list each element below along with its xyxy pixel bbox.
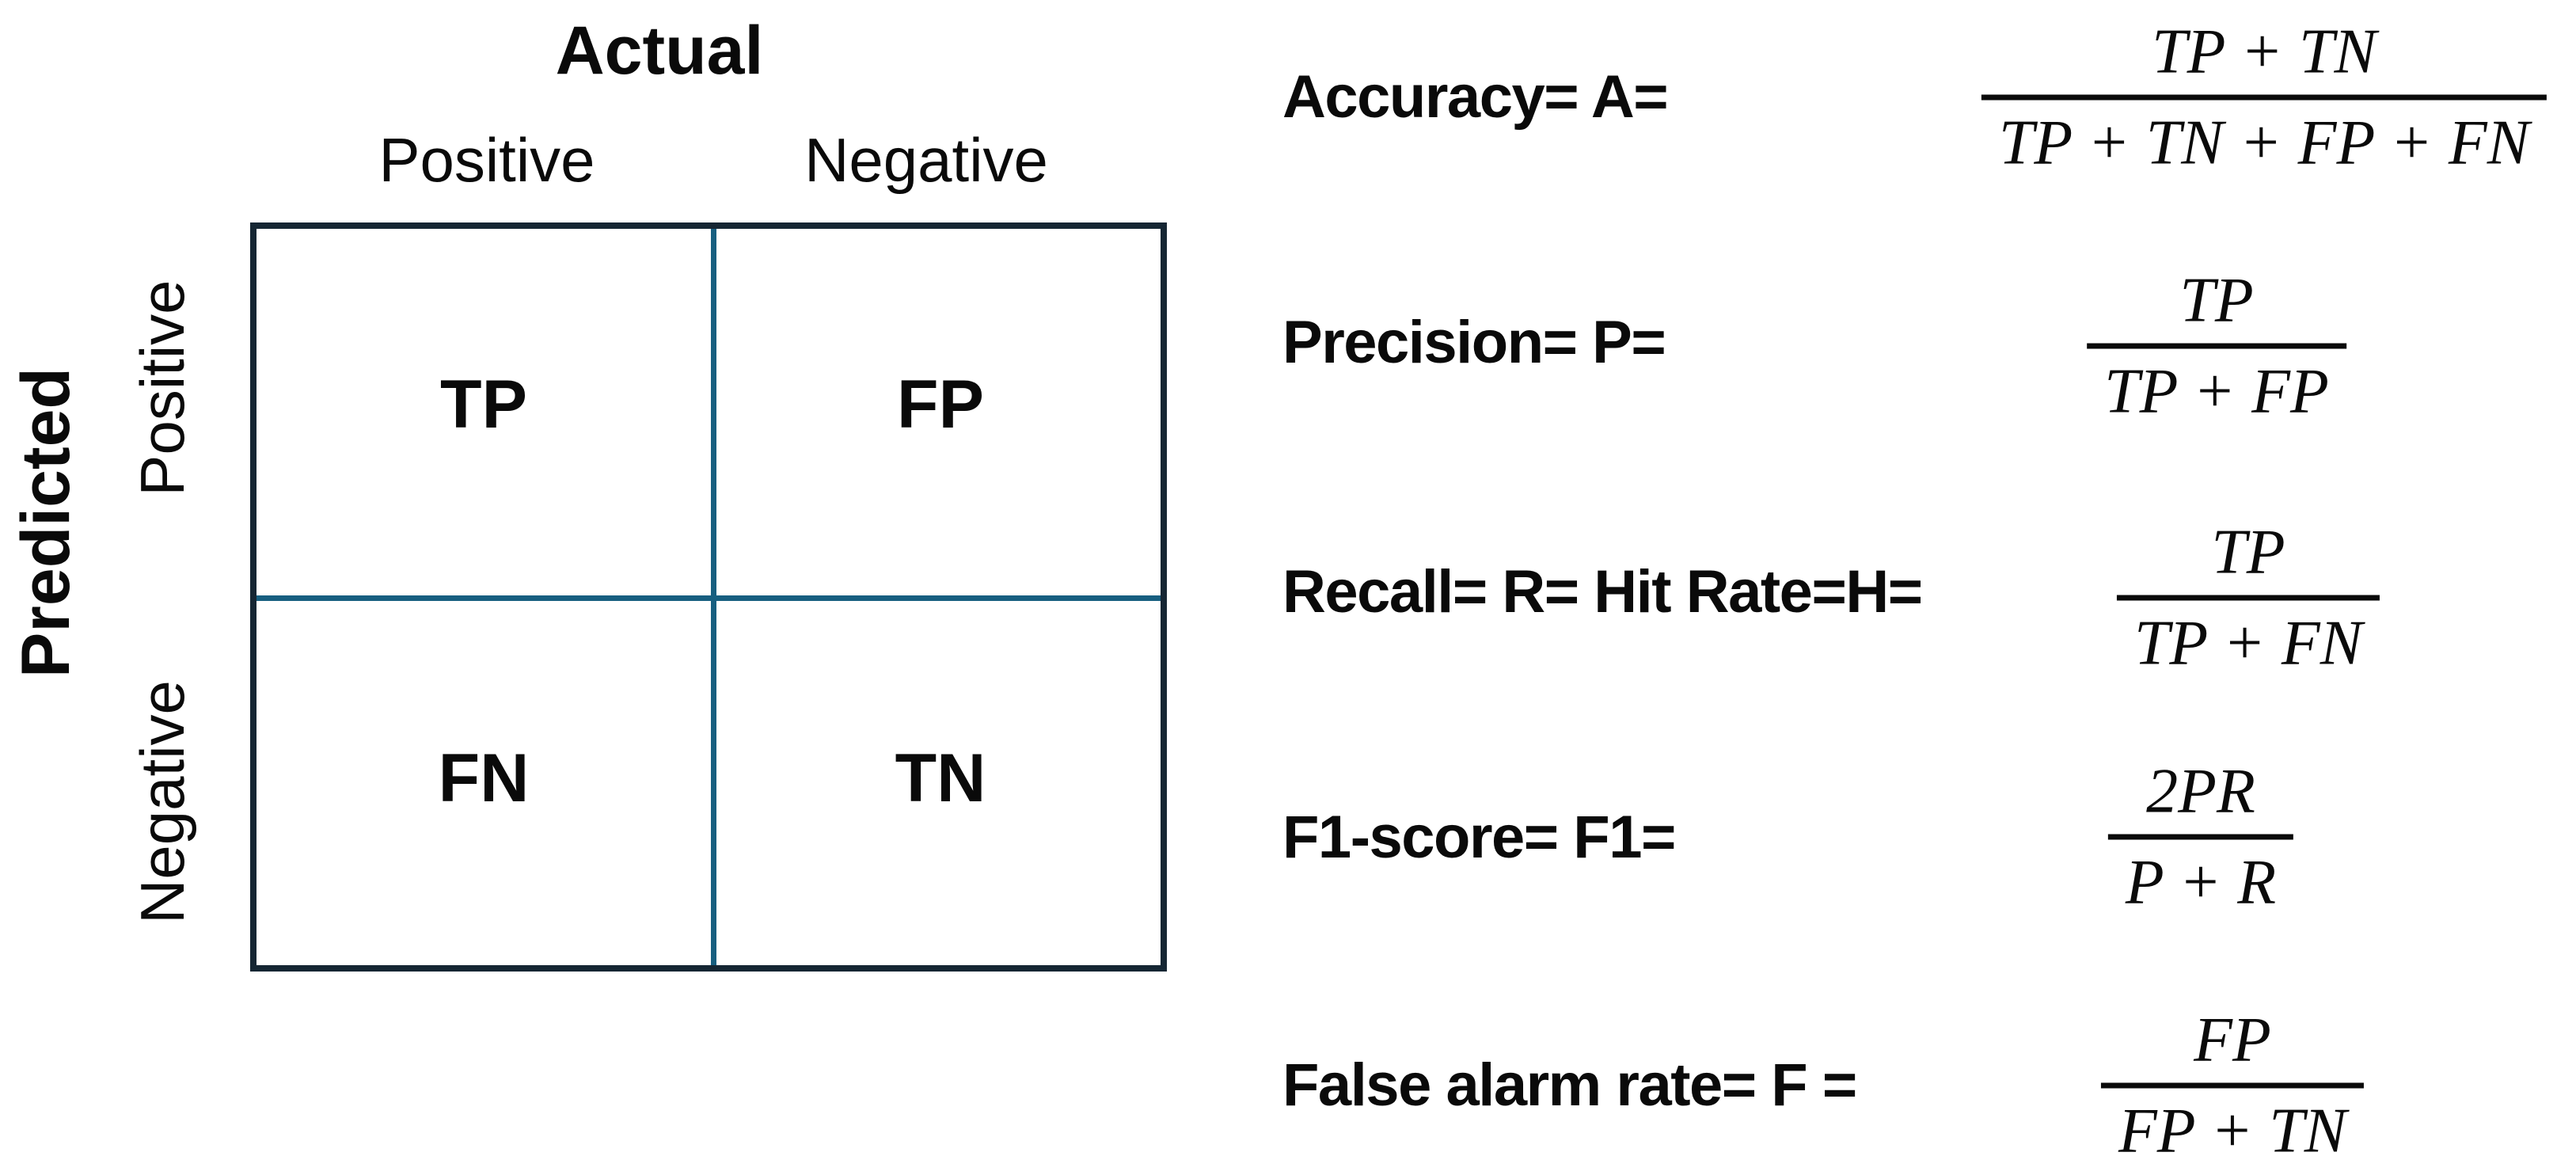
cell-true-positive: TP <box>440 367 527 443</box>
actual-negative-label: Negative <box>804 125 1048 195</box>
formula-label-accuracy: Accuracy= A= <box>1282 63 1669 131</box>
fraction-denominator: TP + FP <box>2104 356 2329 427</box>
actual-positive-label: Positive <box>378 125 595 195</box>
formula-fraction-accuracy: TP + TN TP + TN + FP + FN <box>1981 10 2548 186</box>
fraction-denominator: FP + TN <box>2118 1096 2347 1166</box>
fraction-denominator: TP + FN <box>2133 608 2363 679</box>
formula-fraction-recall: TP TP + FN <box>2116 510 2380 686</box>
predicted-positive-label: Positive <box>127 279 197 496</box>
cell-true-negative: TN <box>895 740 986 816</box>
fraction-bar <box>2100 1082 2365 1089</box>
formula-label-false-alarm-rate: False alarm rate= F = <box>1282 1051 1857 1119</box>
fraction-bar <box>1981 94 2548 101</box>
predicted-negative-label: Negative <box>127 680 197 924</box>
fraction-bar <box>2107 834 2294 840</box>
matrix-row-divider <box>256 595 1161 601</box>
cell-false-positive: FP <box>897 367 984 443</box>
fraction-denominator: TP + TN + FP + FN <box>1998 108 2530 178</box>
cell-false-negative: FN <box>438 740 530 816</box>
actual-axis-title: Actual <box>555 13 764 89</box>
fraction-numerator: TP <box>2211 517 2285 588</box>
fraction-numerator: TP + TN <box>2152 17 2377 87</box>
fraction-numerator: 2PR <box>2146 756 2255 827</box>
formula-fraction-false-alarm-rate: FP FP + TN <box>2100 998 2365 1174</box>
fraction-bar <box>2116 595 2380 601</box>
formula-label-f1-score: F1-score= F1= <box>1282 804 1676 871</box>
confusion-matrix-table: TP FP FN TN <box>250 222 1167 972</box>
fraction-numerator: FP <box>2194 1005 2271 1075</box>
predicted-axis-title: Predicted <box>8 367 84 678</box>
formula-fraction-f1-score: 2PR P + R <box>2107 749 2294 926</box>
fraction-denominator: P + R <box>2125 847 2277 918</box>
formula-label-recall: Recall= R= Hit Rate=H= <box>1282 558 1923 626</box>
fraction-numerator: TP <box>2179 265 2254 336</box>
formula-fraction-precision: TP TP + FP <box>2087 258 2346 435</box>
fraction-bar <box>2087 343 2346 349</box>
formula-label-precision: Precision= P= <box>1282 309 1666 376</box>
